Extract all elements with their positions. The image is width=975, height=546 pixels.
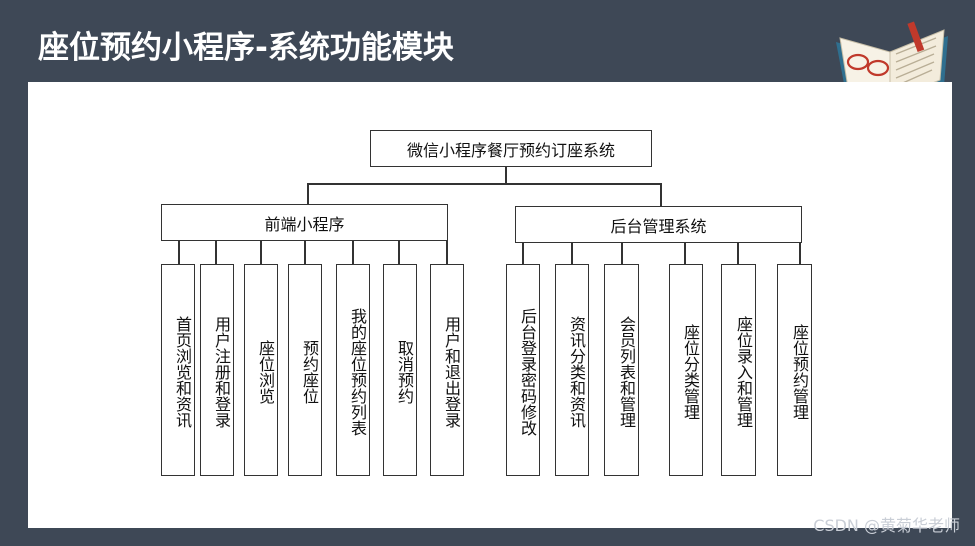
branch-backend: 后台管理系统 [515, 206, 802, 243]
connector [398, 241, 400, 264]
leaf-backend-2: 资讯分类和资讯 [555, 264, 589, 476]
leaf-frontend-4: 预约座位 [288, 264, 322, 476]
connector [304, 241, 306, 264]
diagram-canvas: 微信小程序餐厅预约订座系统 前端小程序 后台管理系统 首页浏览和资讯 用户注册和… [28, 82, 952, 528]
connector [799, 243, 801, 264]
connector [352, 241, 354, 264]
connector [505, 167, 507, 183]
connector [737, 243, 739, 264]
connector [178, 241, 180, 264]
leaf-frontend-1: 首页浏览和资讯 [161, 264, 195, 476]
branch-frontend: 前端小程序 [161, 204, 448, 241]
connector [307, 183, 309, 205]
leaf-backend-5: 座位录入和管理 [721, 264, 756, 476]
leaf-backend-1: 后台登录密码修改 [506, 264, 540, 476]
leaf-backend-3: 会员列表和管理 [604, 264, 639, 476]
connector [684, 243, 686, 264]
connector [522, 243, 524, 264]
leaf-frontend-6: 取消预约 [383, 264, 417, 476]
leaf-frontend-7: 用户和退出登录 [430, 264, 464, 476]
connector [571, 243, 573, 264]
connector [215, 241, 217, 264]
root-node: 微信小程序餐厅预约订座系统 [370, 130, 652, 167]
leaf-frontend-5: 我的座位预约列表 [336, 264, 370, 476]
connector [660, 183, 662, 207]
connector [621, 243, 623, 264]
leaf-backend-6: 座位预约管理 [777, 264, 812, 476]
watermark: CSDN @黄菊华老师 [813, 512, 960, 536]
connector [307, 183, 662, 185]
connector [446, 241, 448, 264]
leaf-backend-4: 座位分类管理 [669, 264, 703, 476]
leaf-frontend-2: 用户注册和登录 [200, 264, 234, 476]
page-title: 座位预约小程序-系统功能模块 [38, 22, 454, 67]
connector [260, 241, 262, 264]
leaf-frontend-3: 座位浏览 [244, 264, 278, 476]
